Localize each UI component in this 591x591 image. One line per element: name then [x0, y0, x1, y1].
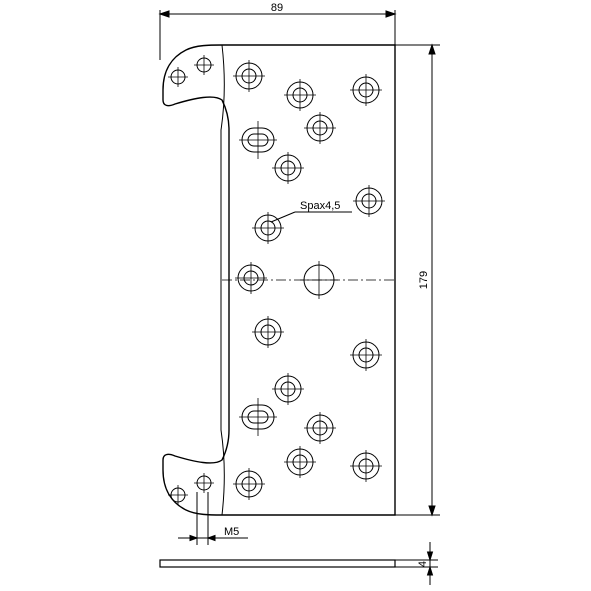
countersunk-hole — [252, 212, 284, 244]
countersunk-hole — [233, 468, 265, 500]
countersunk-hole — [350, 450, 382, 482]
spax-label: Spax4,5 — [300, 200, 340, 212]
plate-outline — [162, 44, 396, 516]
thickness-label: 4 — [417, 561, 429, 567]
countersunk-hole — [252, 316, 284, 348]
m5-dimension — [178, 492, 248, 545]
m5-label: M5 — [224, 526, 239, 538]
width-dimension — [158, 10, 397, 60]
height-dimension — [395, 43, 440, 517]
thickness-dimension — [395, 542, 438, 585]
bolt-hole — [168, 485, 188, 505]
countersunk-hole — [304, 112, 336, 144]
countersunk-hole — [353, 185, 385, 217]
countersunk-hole — [284, 79, 316, 111]
holes-group — [168, 55, 385, 505]
side-view — [159, 559, 396, 568]
countersunk-hole — [350, 74, 382, 106]
bolt-hole — [194, 473, 214, 493]
countersunk-hole — [284, 446, 316, 478]
countersunk-hole — [350, 339, 382, 371]
bolt-hole — [194, 55, 214, 75]
slot-hole — [239, 398, 277, 436]
countersunk-hole — [272, 152, 304, 184]
bolt-hole — [168, 67, 188, 87]
slot-hole — [239, 121, 277, 159]
width-dimension-label: 89 — [271, 2, 283, 14]
countersunk-hole — [235, 262, 267, 294]
countersunk-hole — [233, 60, 265, 92]
countersunk-hole — [304, 412, 336, 444]
height-dimension-label: 179 — [418, 271, 430, 289]
spax-leader — [270, 211, 352, 223]
center-hole — [300, 261, 338, 299]
countersunk-hole — [272, 373, 304, 405]
bend-line — [220, 44, 225, 516]
